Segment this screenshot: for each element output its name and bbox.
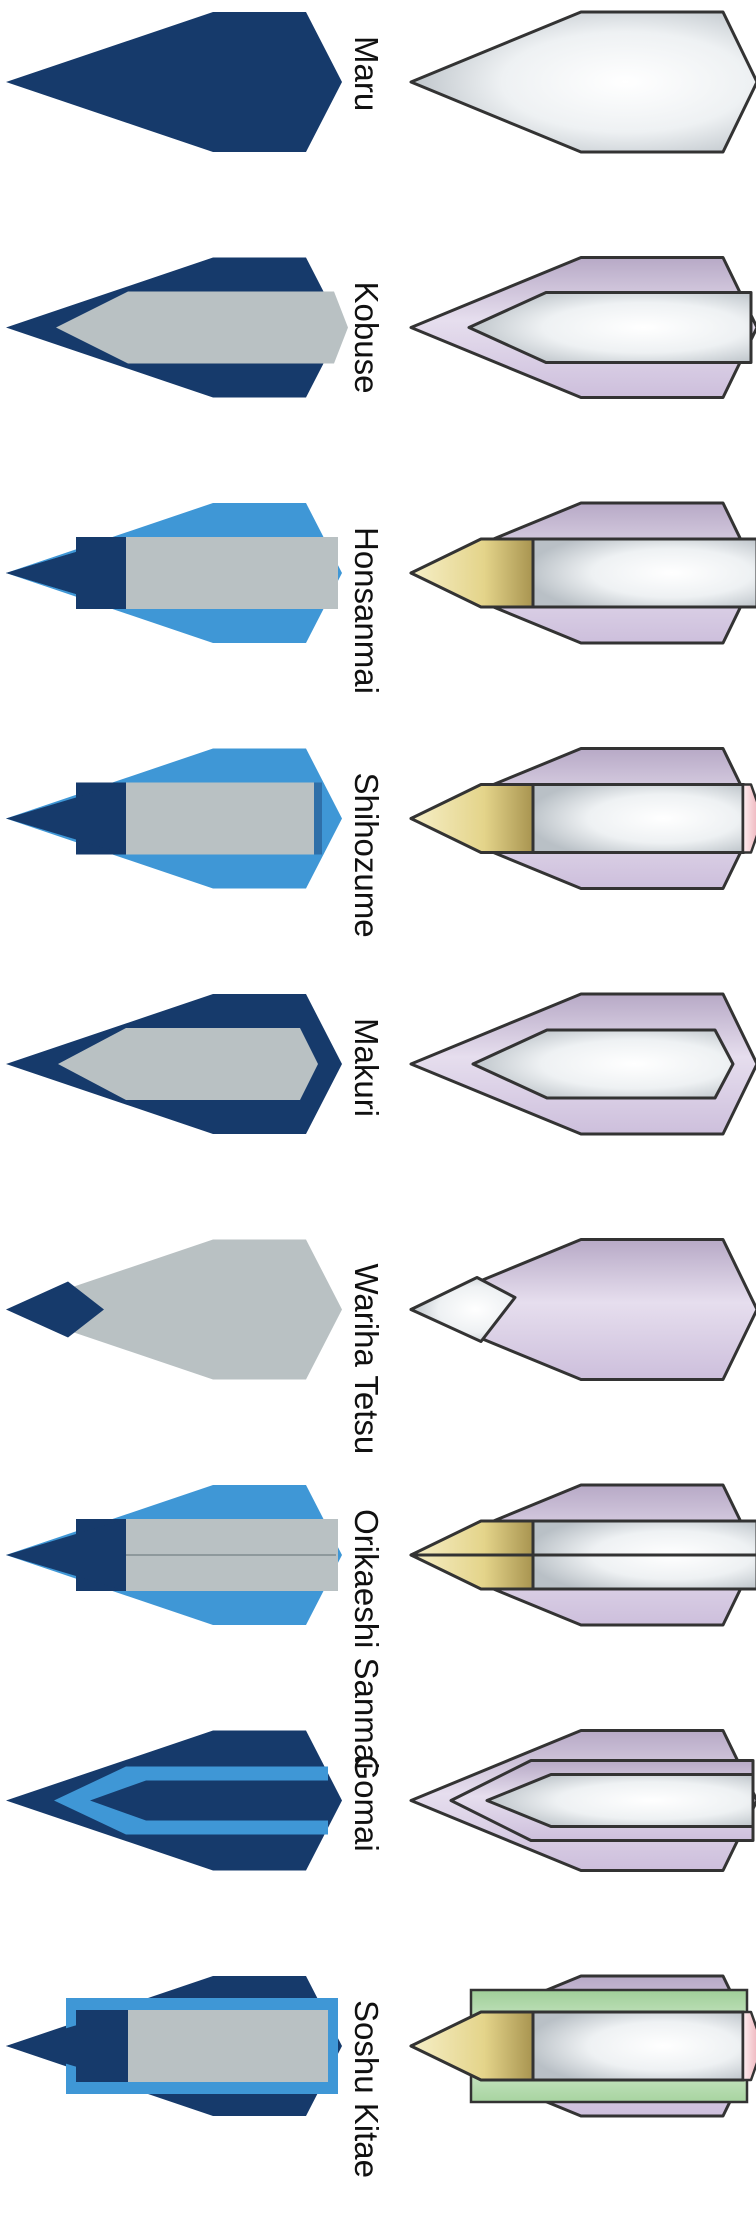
edge-steel — [411, 785, 533, 853]
edge-steel — [411, 539, 533, 607]
construction-name-label: Maru — [348, 36, 385, 111]
rendered-cross-section — [411, 258, 756, 398]
maru-body — [411, 12, 756, 152]
schematic-cross-section — [6, 1731, 342, 1871]
construction-row: Makuri — [6, 994, 756, 1134]
construction-row: Soshu Kitae — [6, 1976, 756, 2178]
rendered-cross-section — [411, 1485, 756, 1625]
rendered-cross-section — [411, 749, 756, 889]
maru-steel-body — [6, 12, 342, 152]
edge-steel-tip — [6, 1519, 126, 1591]
construction-name-label: Shihozume — [348, 773, 385, 938]
construction-name-label: Orikaeshi Sanmai — [348, 1509, 385, 1769]
construction-row: Orikaeshi Sanmai — [6, 1485, 756, 1769]
rendered-cross-section — [411, 1731, 756, 1871]
edge-steel-body — [76, 2010, 128, 2082]
rendered-cross-section — [411, 1240, 756, 1380]
schematic-cross-section — [6, 994, 342, 1134]
construction-row: Wariha Tetsu — [6, 1240, 756, 1455]
core — [533, 2012, 743, 2080]
core — [533, 539, 756, 607]
edge-steel-tip — [6, 783, 126, 855]
back-steel — [314, 783, 322, 855]
construction-name-label: Wariha Tetsu — [348, 1264, 385, 1455]
back-steel — [743, 2012, 756, 2080]
edge-steel-body — [76, 537, 126, 609]
schematic-cross-section — [6, 503, 342, 643]
construction-row: Shihozume — [6, 749, 756, 938]
schematic-cross-section — [6, 258, 348, 398]
construction-name-label: Honsanmai — [348, 527, 385, 694]
schematic-cross-section — [6, 12, 342, 152]
schematic-cross-section — [6, 1976, 342, 2116]
construction-name-label: Kobuse — [348, 282, 385, 394]
construction-row: Maru — [6, 12, 756, 152]
core-iron — [128, 2010, 328, 2082]
construction-name-label: Makuri — [348, 1018, 385, 1117]
rendered-cross-section — [411, 12, 756, 152]
construction-name-label: Soshu Kitae — [348, 2000, 385, 2178]
core-iron — [126, 783, 316, 855]
back-steel — [743, 785, 756, 853]
construction-row: Honsanmai — [6, 503, 756, 694]
construction-row: Kobuse — [6, 258, 756, 398]
schematic-cross-section — [6, 1485, 342, 1625]
core-iron — [126, 537, 338, 609]
schematic-cross-section — [6, 1240, 342, 1380]
rendered-cross-section — [411, 994, 756, 1134]
rendered-cross-section — [411, 1976, 756, 2116]
core — [533, 785, 743, 853]
rendered-cross-section — [411, 503, 756, 643]
schematic-cross-section — [6, 749, 342, 889]
edge-steel — [411, 2012, 533, 2080]
construction-name-label: Gomai — [348, 1755, 385, 1852]
